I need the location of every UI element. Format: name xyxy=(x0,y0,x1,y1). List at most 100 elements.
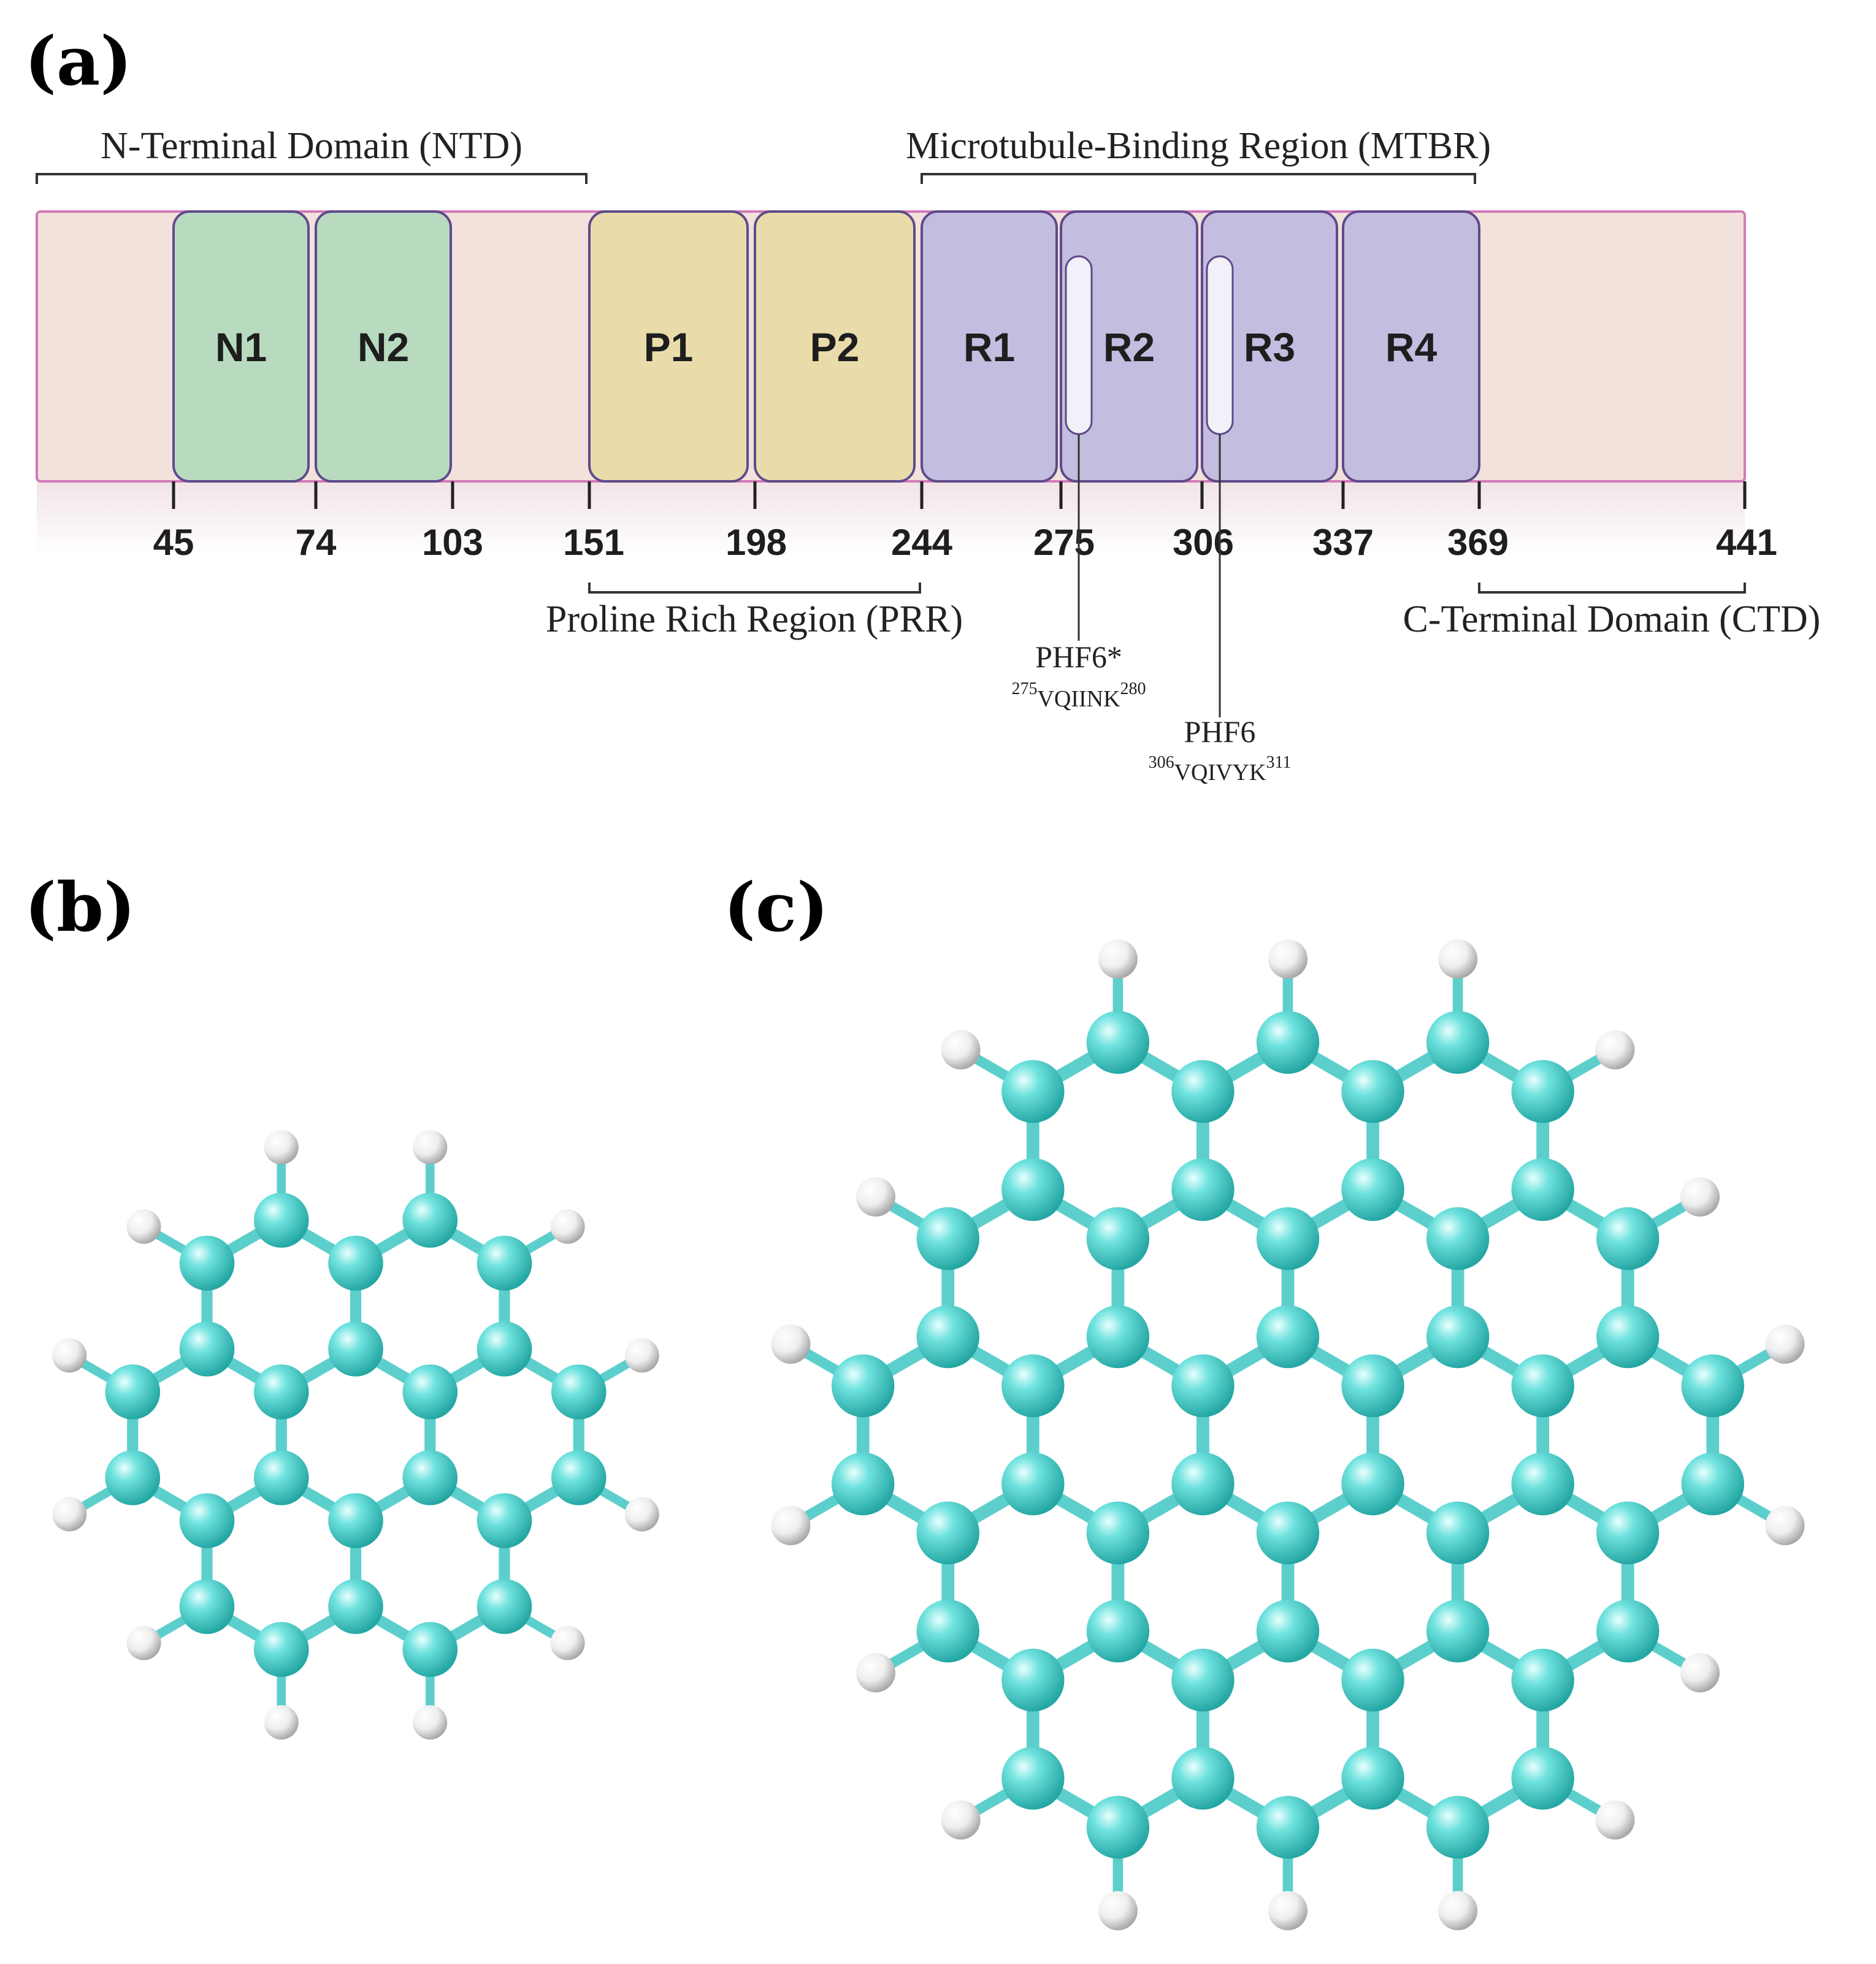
tick-label: 103 xyxy=(422,522,483,563)
hydrogen-atom xyxy=(941,1030,981,1069)
carbon-atom xyxy=(1511,1452,1574,1516)
carbon-atom xyxy=(477,1579,532,1634)
hydrogen-atom xyxy=(1098,939,1138,979)
carbon-atom xyxy=(253,1364,309,1420)
hydrogen-atom xyxy=(550,1209,585,1244)
domain-n1-label: N1 xyxy=(215,324,267,370)
hydrogen-atom xyxy=(550,1626,585,1660)
carbon-atom xyxy=(1171,1746,1235,1810)
carbon-atom xyxy=(402,1450,458,1505)
panel-c: (c) xyxy=(724,868,1805,1930)
tick-label: 337 xyxy=(1312,522,1374,563)
carbon-atom xyxy=(916,1305,979,1369)
tick-label: 369 xyxy=(1447,522,1509,563)
carbon-atom xyxy=(1341,1354,1404,1418)
motif-leaders xyxy=(1078,434,1221,717)
carbon-atom xyxy=(328,1236,383,1291)
carbon-atom xyxy=(916,1207,979,1270)
motif-phf6-marker xyxy=(1206,255,1234,435)
domain-r1: R1 xyxy=(921,210,1058,483)
carbon-atom xyxy=(105,1364,161,1420)
hydrogen-atom xyxy=(771,1506,811,1545)
panel-c-label: (c) xyxy=(724,868,829,947)
ntd-bracket xyxy=(36,173,588,184)
carbon-atom xyxy=(402,1622,458,1677)
hydrogen-atom xyxy=(1098,1891,1138,1930)
panel-b-label: (b) xyxy=(25,868,136,947)
motif-phf6star: PHF6* 275VQIINK280 xyxy=(1011,640,1146,712)
prr-bracket xyxy=(588,583,921,594)
carbon-atom xyxy=(1511,1060,1574,1123)
carbon-atom xyxy=(1001,1354,1065,1418)
motif-phf6-sequence: 306VQIVYK311 xyxy=(1149,753,1292,785)
hydrogen-atom xyxy=(1595,1800,1635,1840)
tick-label: 306 xyxy=(1173,522,1234,563)
hydrogen-atom xyxy=(941,1800,981,1840)
hydrogen-atom xyxy=(1595,1030,1635,1069)
carbon-atom xyxy=(1341,1060,1404,1123)
carbon-atom xyxy=(179,1579,235,1634)
carbon-atom xyxy=(1341,1158,1404,1221)
carbon-atom xyxy=(916,1501,979,1565)
carbon-atom xyxy=(328,1321,383,1377)
mtbr-bracket xyxy=(921,173,1476,184)
carbon-atom xyxy=(253,1622,309,1677)
motif-phf6star-marker xyxy=(1065,255,1093,435)
hydrogen-atom xyxy=(624,1338,659,1373)
carbon-atom xyxy=(105,1450,161,1505)
hydrogen-atom xyxy=(413,1705,448,1740)
hydrogen-atom xyxy=(126,1209,161,1244)
domain-r2: R2 xyxy=(1060,210,1198,483)
carbon-atom xyxy=(1256,1011,1320,1074)
tick-label: 198 xyxy=(726,522,787,563)
carbon-atom xyxy=(402,1193,458,1248)
carbon-atom xyxy=(1426,1207,1490,1270)
carbon-atom xyxy=(1596,1305,1660,1369)
prr-label: Proline Rich Region (PRR) xyxy=(546,598,963,640)
hydrogen-atom xyxy=(126,1626,161,1660)
carbon-atom xyxy=(551,1450,607,1505)
tick-label: 74 xyxy=(296,522,337,563)
carbon-atom xyxy=(1086,1501,1150,1565)
carbon-atom xyxy=(477,1493,532,1548)
carbon-atom xyxy=(1426,1011,1490,1074)
hydrogen-atom xyxy=(1268,1891,1307,1930)
motif-phf6: PHF6 306VQIVYK311 xyxy=(1149,714,1292,785)
carbon-atom xyxy=(1511,1158,1574,1221)
carbon-atom xyxy=(1001,1158,1065,1221)
carbon-atom xyxy=(1256,1599,1320,1663)
hydrogen-atom xyxy=(1680,1177,1720,1217)
domain-p2: P2 xyxy=(754,210,916,483)
carbon-atom xyxy=(1256,1305,1320,1369)
carbon-atom xyxy=(1171,1158,1235,1221)
hydrogen-atom xyxy=(1438,939,1478,979)
carbon-atom xyxy=(1171,1452,1235,1516)
mtbr-label: Microtubule-Binding Region (MTBR) xyxy=(906,125,1491,167)
carbon-atom xyxy=(253,1450,309,1505)
carbon-atom xyxy=(1596,1501,1660,1565)
carbon-atom xyxy=(1086,1795,1150,1859)
carbon-atom xyxy=(1171,1354,1235,1418)
hydrogen-atom xyxy=(856,1177,895,1217)
carbon-atom xyxy=(831,1452,895,1516)
hydrogen-atom xyxy=(856,1653,895,1692)
carbon-atom xyxy=(1001,1746,1065,1810)
carbon-atom xyxy=(1596,1599,1660,1663)
carbon-atom xyxy=(1256,1501,1320,1565)
carbon-atom xyxy=(1086,1011,1150,1074)
carbon-atom xyxy=(1256,1207,1320,1270)
domain-n1: N1 xyxy=(172,210,310,483)
carbon-atom xyxy=(1086,1305,1150,1369)
circumcoronene-molecule xyxy=(771,939,1805,1930)
protein-bar-shadow xyxy=(37,482,1745,556)
carbon-atom xyxy=(831,1354,895,1418)
domain-r3-label: R3 xyxy=(1244,324,1295,370)
carbon-atom xyxy=(1596,1207,1660,1270)
ntd-label: N-Terminal Domain (NTD) xyxy=(101,125,523,167)
carbon-atom xyxy=(1001,1452,1065,1516)
carbon-atom xyxy=(1171,1648,1235,1712)
carbon-atom xyxy=(1256,1795,1320,1859)
motif-phf6-name: PHF6 xyxy=(1184,714,1256,749)
hydrogen-atom xyxy=(413,1130,448,1164)
carbon-atom xyxy=(916,1599,979,1663)
